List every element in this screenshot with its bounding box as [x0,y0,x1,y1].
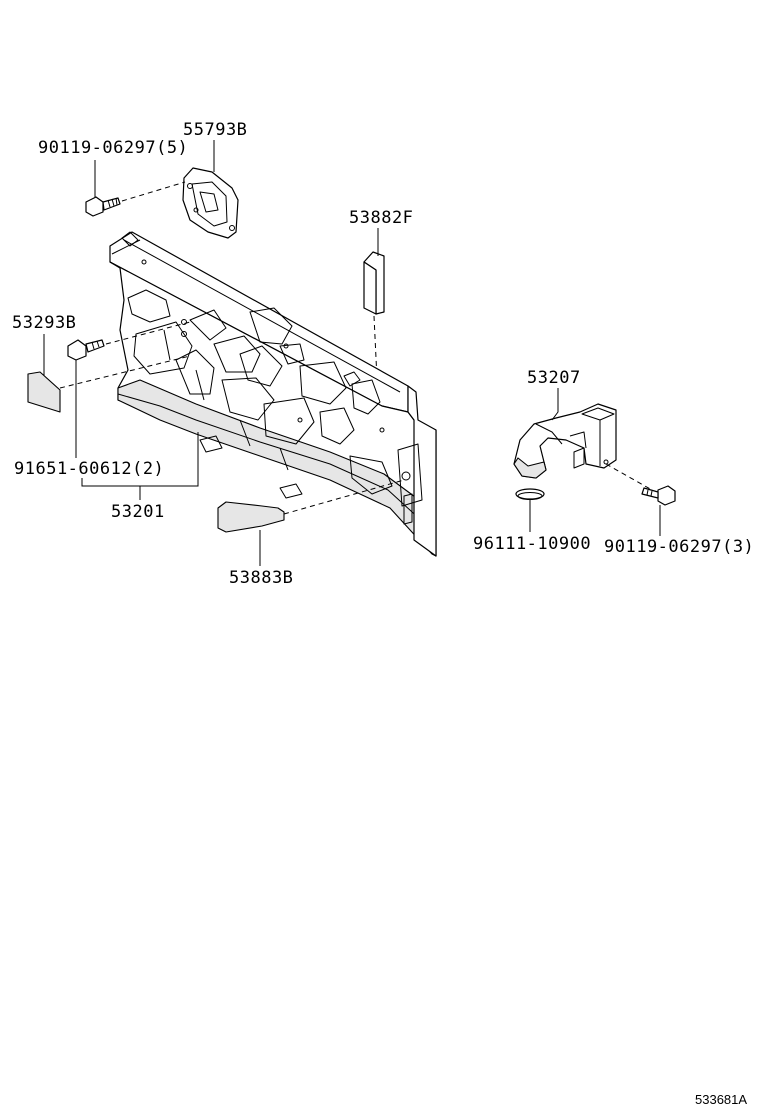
screw-90119-06297-5[interactable] [85,196,121,217]
screw-91651-60612-2[interactable] [67,339,105,361]
label-55793B: 55793B [183,120,247,140]
screw-90119-06297-3[interactable] [641,485,676,506]
reference-code: 533681A [695,1092,747,1107]
label-53201: 53201 [111,502,165,522]
label-53207: 53207 [527,368,581,388]
label-90119-06297-3: 90119-06297(3) [604,537,754,557]
label-53293B: 53293B [12,313,76,333]
part-55793B-bracket[interactable] [182,167,239,239]
part-53293B-pad[interactable] [27,371,61,413]
label-53883B: 53883B [229,568,293,588]
part-53882F-strip[interactable] [363,251,385,315]
part-53207-duct[interactable] [513,403,617,479]
part-53201-panel[interactable] [109,231,437,557]
part-53883B-pad[interactable] [217,501,285,533]
label-91651-60612-2: 91651-60612(2) [14,459,164,479]
clamp-96111-10900[interactable] [515,488,545,500]
label-90119-06297-5: 90119-06297(5) [38,138,188,158]
label-96111-10900: 96111-10900 [473,534,591,554]
label-53882F: 53882F [349,208,413,228]
